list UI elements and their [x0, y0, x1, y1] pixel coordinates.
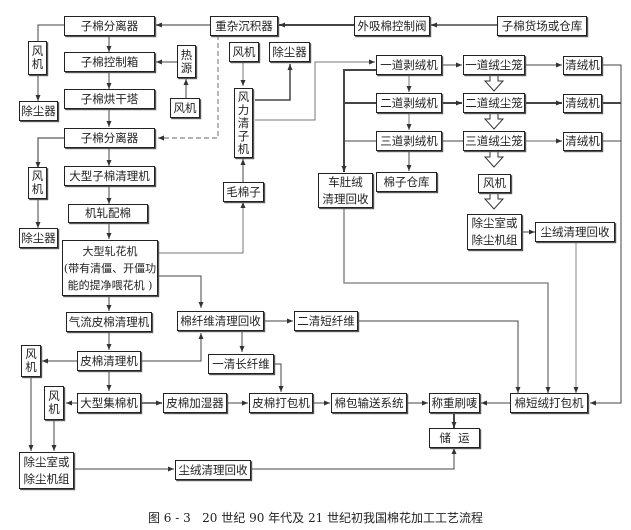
node-cage-1: 一道绒尘笼 — [463, 55, 525, 75]
node-seed-separator-1: 子棉分离器 — [64, 16, 155, 36]
edge — [37, 24, 64, 42]
edge — [343, 207, 551, 393]
node-belly-lint: 车肚绒 清理回收 — [318, 173, 373, 208]
node-linter-cleaner-3: 清绒机 — [563, 132, 602, 151]
edge — [35, 137, 64, 168]
node-large-gin: 大型轧花机 (带有清僵、开僵功 能的提净喂花机 ) — [62, 240, 158, 296]
node-airflow-lint-cleaner: 气流皮棉清理机 — [66, 312, 152, 332]
node-first-long-fiber: 一清长纤维 — [208, 354, 274, 374]
node-linter-press: 棉短绒打包机 — [510, 393, 588, 413]
hollow-arrow — [483, 74, 505, 92]
node-seed-separator-2: 子棉分离器 — [64, 128, 155, 148]
node-suction-valve: 外吸棉控制阀 — [354, 16, 430, 36]
node-cage-3: 三道绒尘笼 — [463, 131, 525, 151]
dust-room-2-line2: 除尘机组 — [471, 233, 518, 247]
edge — [590, 64, 622, 406]
edge — [255, 59, 375, 121]
node-fan-3: 风机 — [21, 345, 41, 377]
node-fan-heat: 风机 — [170, 98, 200, 118]
node-heat-source: 热源 — [177, 45, 196, 78]
node-hairy-seed: 毛棉子 — [223, 182, 264, 202]
node-storage: 储 运 — [429, 428, 480, 448]
node-linter-cleaner-1: 清绒机 — [563, 56, 602, 75]
node-fan-1: 风机 — [28, 41, 47, 75]
node-fan-2: 风机 — [28, 167, 47, 199]
node-dust-1: 除尘器 — [19, 101, 58, 121]
node-dust-recovery-1: 尘绒清理回收 — [175, 460, 251, 480]
large-gin-note-1: (带有清僵、开僵功 — [63, 261, 157, 275]
edge — [274, 363, 284, 392]
large-gin-title: 大型轧花机 — [82, 244, 138, 258]
edge — [158, 202, 246, 254]
node-seed-storage: 棉子仓库 — [376, 172, 437, 192]
node-dust-recovery-2: 尘绒清理回收 — [535, 222, 615, 242]
node-large-condenser: 大型集棉机 — [77, 393, 141, 413]
edge — [341, 69, 376, 172]
node-dust-pneumatic: 除尘器 — [269, 42, 310, 62]
node-fan-4: 风机 — [44, 386, 64, 420]
hollow-arrow — [483, 192, 505, 210]
node-fiber-recovery: 棉纤维清理回收 — [177, 311, 264, 331]
edge — [251, 448, 457, 470]
dust-room-2-line1: 除尘室或 — [471, 216, 518, 230]
hollow-arrow — [483, 150, 505, 168]
node-cage-2: 二道绒尘笼 — [463, 93, 525, 113]
node-delinter-1: 一道剥绒机 — [376, 55, 442, 75]
edge — [358, 320, 521, 393]
node-pneumatic-cleaner: 风力清子机 — [234, 88, 253, 158]
edge — [158, 35, 219, 141]
node-fan-cage: 风机 — [478, 174, 511, 193]
node-drying-tower: 子棉烘干塔 — [64, 89, 155, 109]
node-large-seed-cleaner: 大型子棉清理机 — [64, 166, 155, 186]
node-dust-2: 除尘器 — [19, 228, 58, 248]
node-lint-cleaner: 皮棉清理机 — [77, 351, 141, 371]
hollow-arrows — [483, 74, 505, 210]
node-gin-blending: 机轧配棉 — [68, 204, 148, 223]
figure-caption: 图 6 - 3 20 世纪 90 年代及 21 世纪初我国棉花加工工艺流程 — [147, 511, 484, 525]
node-seed-control-box: 子棉控制箱 — [64, 52, 155, 72]
node-fan-pneumatic: 风机 — [229, 42, 259, 62]
dust-room-1-line1: 除尘室或 — [23, 454, 70, 469]
large-gin-note-2: 能的提净喂花机 ) — [67, 278, 153, 292]
edge — [255, 64, 293, 101]
node-lint-press: 皮棉打包机 — [249, 393, 313, 413]
node-weigh-brush: 称重刷唛 — [429, 393, 480, 413]
node-linter-cleaner-2: 清绒机 — [563, 94, 602, 113]
node-delinter-3: 三道剥绒机 — [376, 131, 442, 151]
edge — [141, 333, 204, 362]
edge — [158, 275, 204, 308]
node-dust-room-1: 除尘室或 除尘机组 — [19, 452, 74, 489]
dust-room-1-line2: 除尘机组 — [23, 471, 70, 486]
node-second-short-fiber: 二清短纤维 — [294, 311, 358, 331]
node-lint-humidifier: 皮棉加湿器 — [163, 393, 227, 413]
node-delinter-2: 二道剥绒机 — [376, 93, 442, 113]
hollow-arrow — [483, 112, 505, 130]
belly-lint-line2: 清理回收 — [322, 191, 369, 206]
node-dust-room-2: 除尘室或 除尘机组 — [467, 214, 522, 250]
belly-lint-line1: 车肚绒 — [328, 174, 363, 189]
node-heavy-debris: 重杂沉积器 — [210, 16, 278, 36]
node-seed-yard: 子棉货场或仓库 — [497, 16, 587, 36]
node-bale-conveyor: 棉包输送系统 — [331, 393, 407, 413]
